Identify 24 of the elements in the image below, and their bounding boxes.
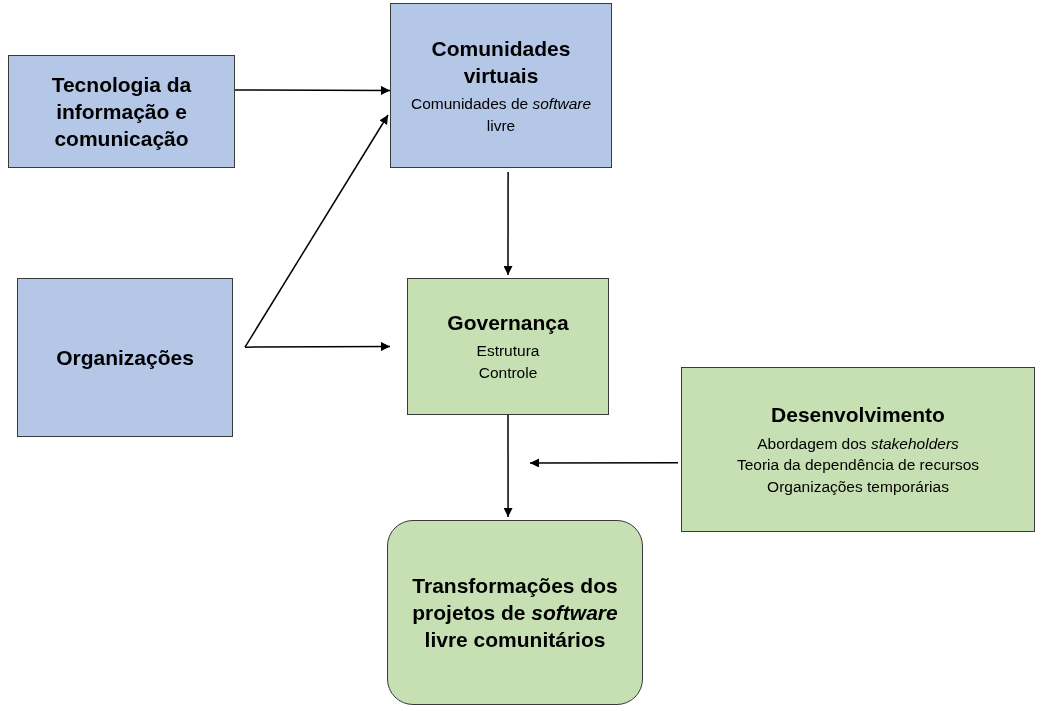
arrow — [503, 171, 513, 276]
arrow — [244, 114, 389, 348]
node-text: Estrutura — [476, 341, 540, 362]
rounded-box — [387, 520, 643, 705]
node-title: Desenvolvimento — [771, 402, 945, 429]
arrow — [234, 85, 391, 95]
node-title: Organizações — [56, 344, 194, 371]
process-box — [17, 278, 233, 437]
node-title: Governança — [447, 310, 569, 337]
process-box — [681, 367, 1035, 532]
process-box — [390, 3, 612, 168]
node-text: Teoria da dependência de recursos — [736, 455, 980, 476]
process-box — [8, 55, 235, 168]
arrow — [503, 414, 513, 518]
process-box — [407, 278, 609, 415]
node-title: Tecnologia da informação e comunicação — [50, 71, 193, 153]
arrow — [529, 458, 679, 468]
node-text: Comunidades de software livre — [409, 94, 593, 136]
node-text: Organizações temporárias — [767, 477, 949, 497]
node-title: Transformações dos projetos de software livre comunitários — [411, 572, 619, 654]
node-text: Controle — [478, 363, 538, 384]
node-text: Abordagem dos stakeholders — [757, 433, 959, 454]
node-title: Comunidades virtuais — [430, 35, 572, 89]
arrow — [244, 342, 391, 352]
